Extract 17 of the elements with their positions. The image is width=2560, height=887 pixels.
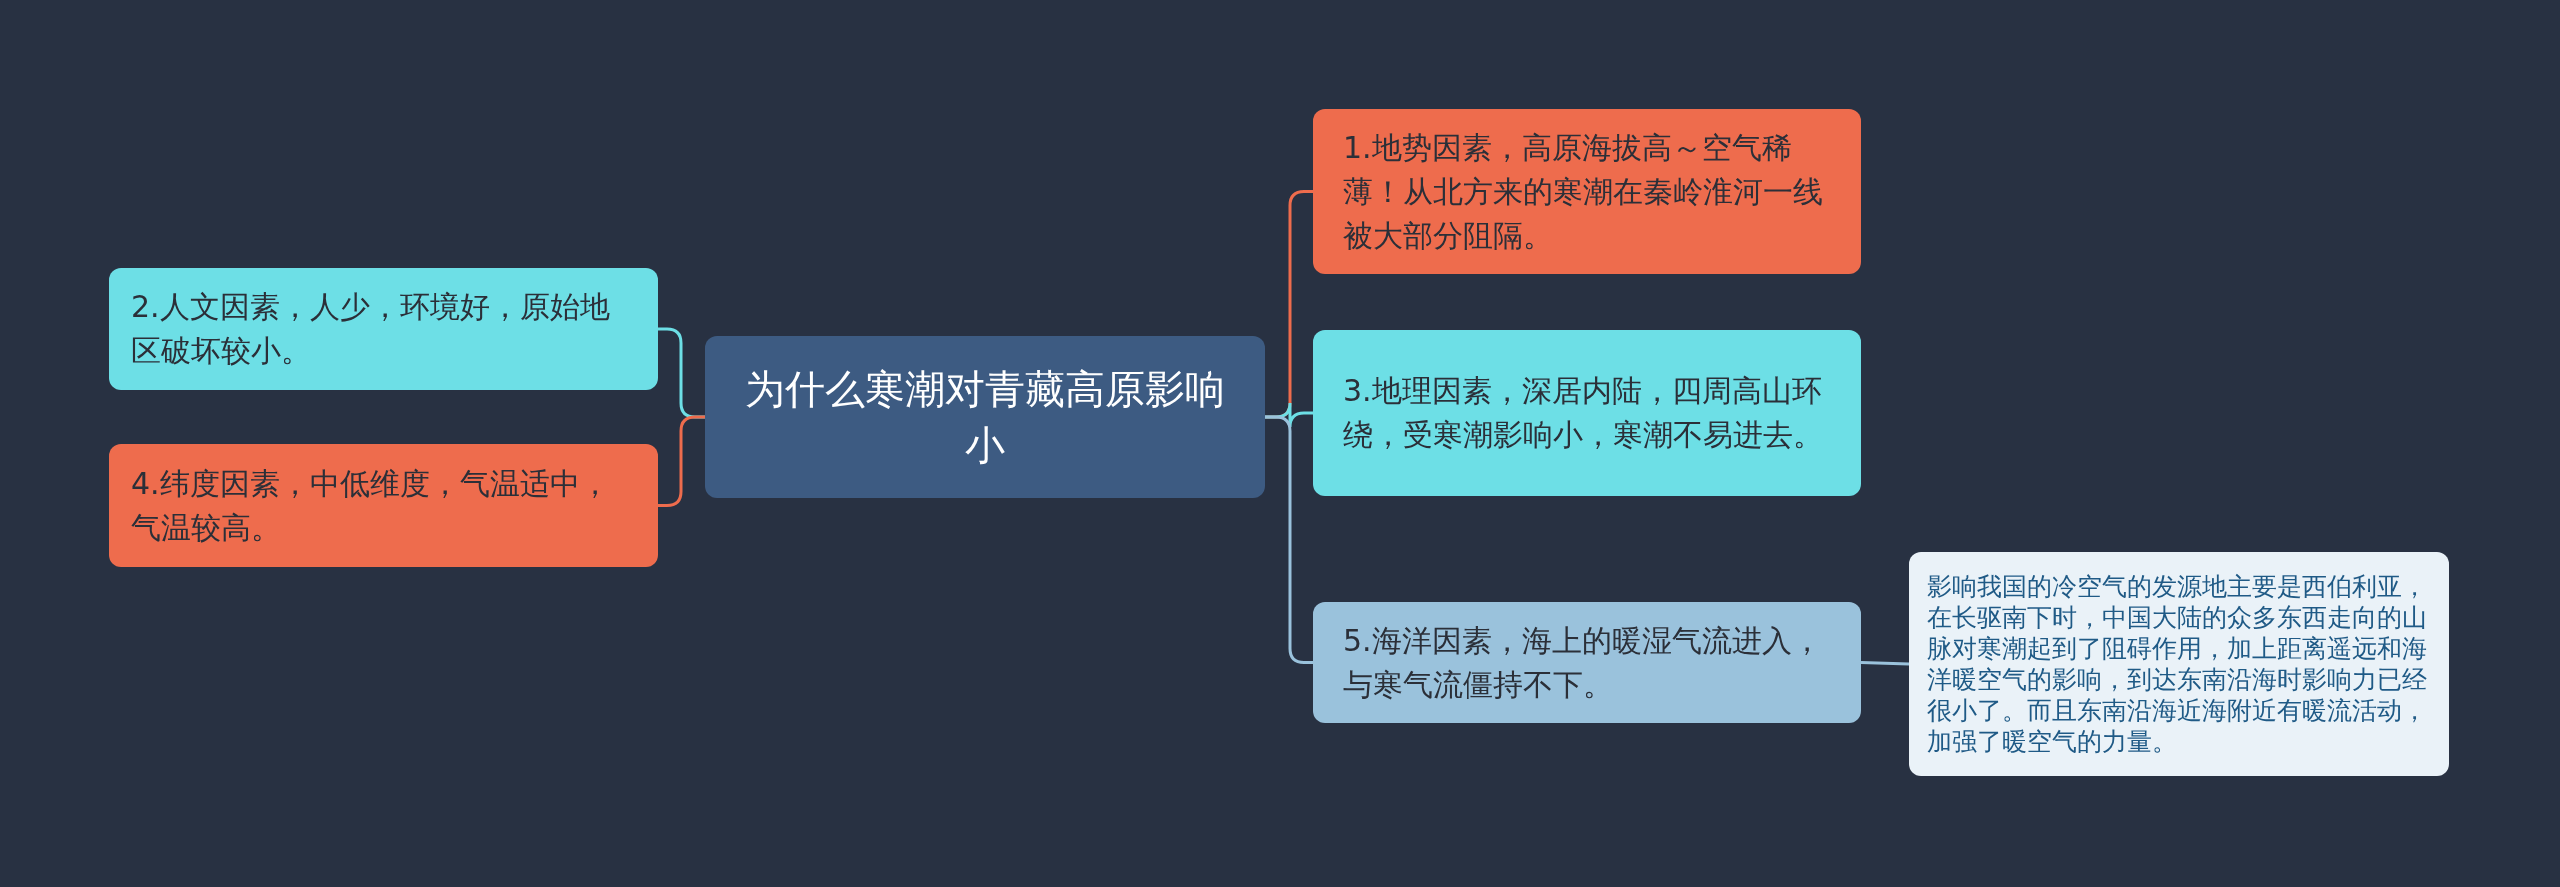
topic-box	[705, 336, 1265, 498]
topic-box	[109, 268, 658, 390]
topic-box	[109, 444, 658, 567]
topic-text: 为什么寒潮对青藏高原影响小	[744, 365, 1226, 470]
connector-line	[658, 415, 705, 507]
topic-box	[1313, 109, 1861, 274]
topic-text: 影响我国的冷空气的发源地主要是西伯利亚，在长驱南下时，中国大陆的众多东西走向的山脉对寒潮起到了阻碍作用，加上距离遥远和海洋暖空气的影响，到达东南沿海时影响力已经很小了。而且东南沿海近海附近有暖流活动，加强了暖空气的力量。	[1927, 571, 2428, 757]
topic-text: 2.人文因素，人少，环境好，原始地区破坏较小。	[131, 288, 611, 370]
note-box	[1909, 552, 2449, 776]
topic-text: 5.海洋因素，海上的暖湿气流进入，与寒气流僵持不下。	[1343, 621, 1823, 704]
topic-text: 4.纬度因素，中低维度，气温适中，气温较高。	[131, 464, 611, 547]
connector-line	[1860, 661, 1910, 666]
topic-box	[1313, 602, 1861, 723]
topic-text: 1.地势因素，高原海拔高～空气稀薄！从北方来的寒潮在秦岭淮河一线被大部分阻隔。	[1343, 128, 1824, 255]
topic-box	[1313, 330, 1861, 496]
connector-line	[1265, 415, 1313, 664]
topic-text: 3.地理因素，深居内陆，四周高山环绕，受寒潮影响小，寒潮不易进去。	[1343, 372, 1824, 454]
